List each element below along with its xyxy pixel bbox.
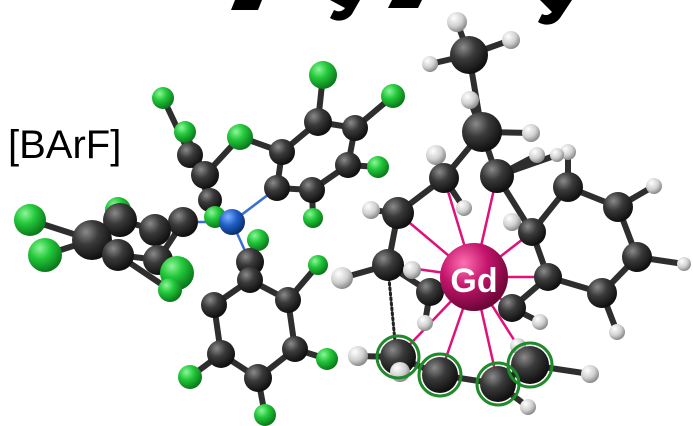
carbon-atom	[275, 287, 301, 313]
carbon-atom	[72, 220, 112, 260]
carbon-atom	[518, 218, 546, 246]
carbon-atom	[416, 278, 444, 306]
carbon-atom	[139, 214, 171, 246]
carbon-atom	[269, 139, 295, 165]
carbon-atom	[201, 292, 227, 318]
carbon-atom	[382, 197, 414, 229]
carbon-atom	[264, 175, 290, 201]
fluorine-atom	[316, 348, 338, 370]
highlight-ring	[375, 334, 421, 380]
highlight-ring	[417, 352, 463, 398]
fluorine-atom	[308, 255, 328, 275]
carbon-atom	[622, 242, 652, 272]
hydrogen-atom	[609, 324, 625, 340]
carbon-atom	[335, 152, 361, 178]
boron-atom	[219, 209, 245, 235]
highlighted-allyl-carbons	[375, 334, 554, 407]
hydrogen-atom	[529, 147, 545, 163]
hydrogen-atom	[560, 144, 576, 160]
fluorine-atom	[227, 124, 253, 150]
carbon-atom	[534, 263, 562, 291]
agostic-contact	[386, 266, 398, 354]
fluorine-atom	[381, 84, 405, 108]
carbon-atom	[587, 278, 617, 308]
carbon-atom	[553, 172, 583, 202]
carbon-atom	[429, 163, 459, 193]
carbon-atom	[244, 364, 272, 392]
carbon-atom	[191, 161, 219, 189]
hydrogen-atom	[550, 148, 564, 162]
carbon-atom	[198, 188, 222, 212]
hydrogen-atom	[417, 315, 433, 331]
carbon-atom	[236, 248, 264, 276]
carbon-atom	[422, 357, 458, 393]
hydrogen-atom	[502, 31, 520, 49]
fluorine-atom	[178, 365, 202, 389]
hydrogen-atom	[532, 314, 548, 330]
carbon-atom	[299, 177, 325, 203]
hydrogen-atom	[520, 399, 536, 415]
fluorine-atom	[152, 87, 174, 109]
hydrogen-atom	[348, 346, 368, 366]
carbon-atom	[304, 108, 332, 136]
hydrogen-atom	[503, 213, 521, 231]
carbon-atom	[603, 192, 633, 222]
hydrogen-atom	[447, 12, 467, 32]
fluorine-atom	[303, 208, 323, 228]
highlight-ring	[506, 341, 554, 389]
carbon-atom	[498, 294, 526, 322]
carbon-atom	[480, 366, 516, 402]
hydrogen-atom	[677, 257, 691, 271]
fluorine-atom	[14, 204, 46, 236]
carbon-atom	[450, 36, 488, 74]
carbon-atom	[103, 203, 137, 237]
carbon-atom	[168, 207, 198, 237]
carbon-atom	[237, 267, 263, 293]
gadolinium-label: Gd	[450, 262, 497, 300]
gadolinium-atom	[440, 243, 508, 311]
hydrogen-atom	[581, 365, 599, 383]
atoms	[14, 12, 691, 426]
hydrogen-atom	[426, 145, 446, 165]
hydrogen-atom	[646, 178, 662, 194]
carbon-atom	[462, 112, 502, 152]
fluorine-atom	[247, 229, 269, 251]
carbon-atom	[102, 239, 134, 271]
carbon-atom	[480, 159, 514, 193]
carbon-atom	[372, 249, 404, 281]
hydrogen-atom	[422, 56, 438, 72]
anion-label: [BArF]	[8, 123, 121, 167]
hydrogen-atom	[456, 200, 472, 216]
fluorine-atom	[28, 238, 62, 272]
fluorine-atom	[367, 156, 389, 178]
carbon-atom	[177, 142, 203, 168]
fluorine-atom	[174, 121, 196, 143]
carbon-atom	[342, 115, 368, 141]
carbon-atom	[207, 340, 235, 368]
fluorine-atom	[158, 278, 182, 302]
cropped-title-fragment	[231, 0, 572, 25]
hydrogen-atom	[362, 201, 380, 219]
carbon-atom	[511, 346, 549, 384]
fluorine-atom	[254, 404, 276, 426]
hydrogen-atom	[522, 124, 540, 142]
hydrogen-atom	[461, 91, 479, 109]
hydrogen-atom	[403, 261, 421, 279]
fluorine-atom	[309, 61, 337, 89]
carbon-atom	[282, 336, 308, 362]
hydrogen-atom	[331, 267, 353, 289]
